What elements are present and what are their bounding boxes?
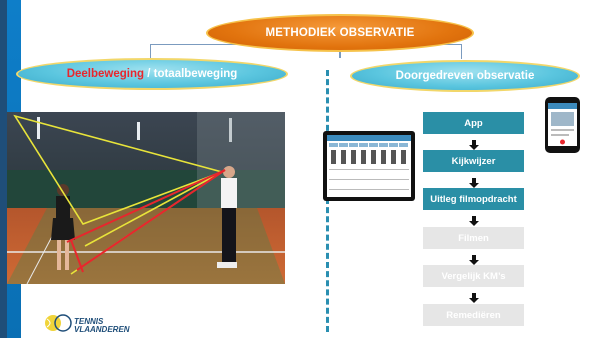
logo-line1: TENNIS <box>74 317 104 326</box>
tennis-ball-logo-icon <box>44 314 72 337</box>
step-filmen-label: Filmen <box>458 232 489 244</box>
accent-bar-dark <box>0 0 7 338</box>
step-app: App <box>423 112 524 134</box>
tablet-app-illustration <box>327 135 411 190</box>
tennis-court-photo <box>7 112 285 284</box>
heading-sep: / <box>144 68 154 80</box>
heading-doorgedreven: Doorgedreven observatie <box>350 60 580 92</box>
heading-part2: totaalbeweging <box>153 68 238 80</box>
tennis-court-illustration <box>7 112 285 284</box>
heading-part1: Deelbeweging <box>66 68 145 80</box>
phone-screen <box>548 103 577 146</box>
arrow-down-icon <box>469 175 479 188</box>
step-vergelijk-label: Vergelijk KM’s <box>441 270 506 282</box>
section-divider <box>326 70 329 332</box>
heading-deelbeweging: Deelbeweging / totaalbeweging <box>16 58 288 90</box>
phone-app-illustration <box>548 103 577 145</box>
tablet-screen <box>327 135 411 197</box>
arrow-down-icon <box>469 137 479 150</box>
logo-line2: VLAANDEREN <box>74 325 130 334</box>
step-kijkwijzer: Kijkwijzer <box>423 150 524 172</box>
step-vergelijk-kms: Vergelijk KM’s <box>423 265 524 287</box>
step-app-label: App <box>464 117 483 129</box>
arrow-down-icon <box>469 290 479 303</box>
step-kijkwijzer-label: Kijkwijzer <box>451 155 496 167</box>
step-remedieren: Remediëren <box>423 304 524 326</box>
step-uitleg-filmopdracht: Uitleg filmopdracht <box>423 188 524 210</box>
step-uitleg-label: Uitleg filmopdracht <box>430 193 517 205</box>
brand-logo-text: TENNIS VLAANDEREN <box>74 318 130 334</box>
slide-title: METHODIEK OBSERVATIE <box>206 14 474 52</box>
step-remedieren-label: Remediëren <box>446 309 501 321</box>
arrow-down-icon <box>469 252 479 265</box>
arrow-down-icon <box>469 213 479 226</box>
step-filmen: Filmen <box>423 227 524 249</box>
slide-title-text: METHODIEK OBSERVATIE <box>265 27 415 39</box>
heading-right-text: Doorgedreven observatie <box>395 70 535 82</box>
title-connector-stem <box>339 48 341 58</box>
